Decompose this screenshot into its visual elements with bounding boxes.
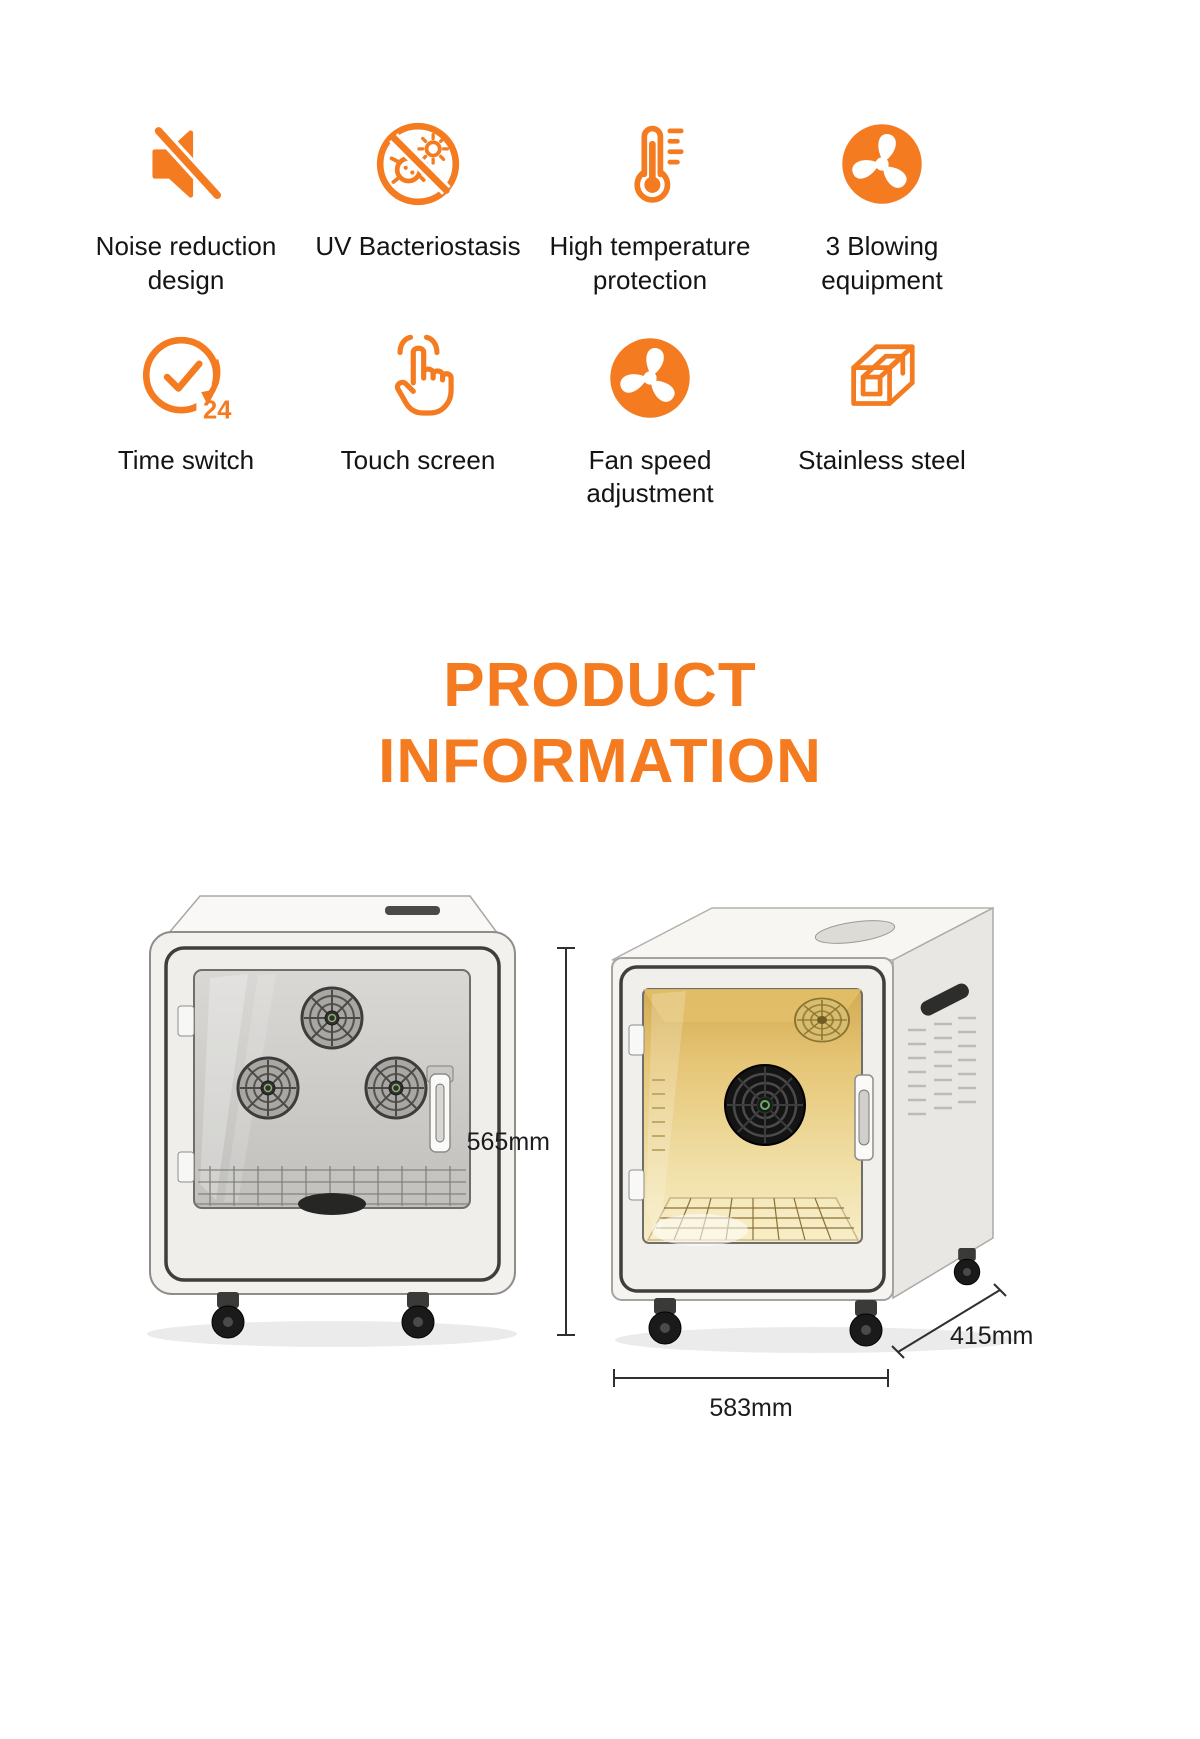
feature-stainless-steel: Stainless steel	[766, 326, 998, 512]
top-vent-hole	[814, 920, 896, 944]
section-title: PRODUCT INFORMATION	[0, 648, 1200, 799]
height-dimension-label: 565mm	[467, 1128, 550, 1156]
feature-uv-bacteriostasis: UV Bacteriostasis	[302, 112, 534, 298]
feature-label: 3 Blowing equipment	[821, 231, 943, 295]
side-carry-handle	[920, 983, 969, 1016]
ceiling-fan	[794, 997, 850, 1043]
feature-label: Stainless steel	[798, 444, 966, 475]
door-hinge	[177, 1151, 195, 1183]
depth-dimension-label: 415mm	[950, 1322, 1033, 1350]
feature-high-temperature: High temperature protection	[534, 112, 766, 298]
top-handle-slot	[385, 906, 440, 915]
feature-label: Fan speed adjustment	[586, 444, 714, 509]
steel-profile-icon	[830, 326, 934, 430]
thermometer-icon	[598, 112, 702, 216]
door-hinge	[177, 1005, 195, 1037]
feature-label: Noise reduction design	[95, 231, 277, 295]
feature-blowing-equipment: 3 Blowing equipment	[766, 112, 998, 298]
feature-noise-reduction: Noise reduction design	[70, 112, 302, 298]
product-photos: 565mm 583mm 415mm	[0, 870, 1200, 1470]
muted-speaker-icon	[134, 112, 238, 216]
side-vent-slots	[908, 1016, 976, 1116]
caster-wheel	[849, 1299, 883, 1347]
caster-wheel	[211, 1291, 245, 1339]
clock-24h-icon: 24	[134, 326, 238, 430]
feature-fan-speed: Fan speed adjustment	[534, 326, 766, 512]
drying-fan-right	[364, 1056, 428, 1120]
angled-view-photo	[611, 906, 1015, 1353]
door-hinge	[628, 1024, 645, 1056]
interior-vent-slots	[652, 1079, 665, 1151]
front-view-photo	[147, 895, 517, 1347]
height-dimension	[557, 947, 575, 1336]
section-title-line1: PRODUCT	[443, 651, 757, 720]
wire-rack	[196, 1166, 468, 1206]
drying-fan-left	[236, 1056, 300, 1120]
caster-wheel	[401, 1291, 435, 1339]
feature-grid: Noise reduction design UV Bacteriostasis	[70, 112, 998, 511]
fan-icon	[598, 326, 702, 430]
touch-hand-icon	[366, 326, 470, 430]
timer-badge: 24	[203, 396, 232, 424]
uv-sterilization-icon	[366, 112, 470, 216]
feature-label: Time switch	[117, 444, 255, 475]
feature-label: UV Bacteriostasis	[315, 231, 521, 261]
back-wall-fan	[723, 1063, 807, 1147]
feature-time-switch: 24 Time switch	[70, 326, 302, 512]
fan-icon	[830, 112, 934, 216]
width-dimension-label: 583mm	[709, 1394, 792, 1422]
caster-wheel	[648, 1297, 682, 1345]
feature-touch-screen: Touch screen	[302, 326, 534, 512]
drying-fan-top	[300, 986, 364, 1050]
feature-label: Touch screen	[340, 444, 496, 475]
door-hinge	[628, 1169, 645, 1201]
width-dimension	[613, 1369, 889, 1387]
section-title-line2: INFORMATION	[378, 726, 822, 796]
feature-label: High temperature protection	[549, 231, 751, 295]
depth-dimension	[891, 1283, 1007, 1359]
